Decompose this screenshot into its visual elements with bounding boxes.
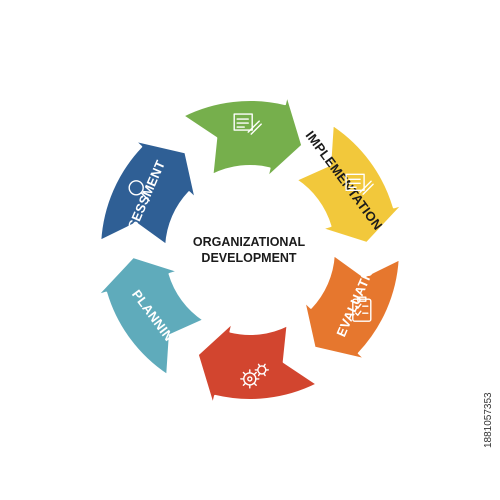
checklist-clipboard-icon <box>352 296 372 322</box>
center-title-line2: DEVELOPMENT <box>201 251 297 265</box>
cycle-segment-5 <box>182 94 304 179</box>
cycle-icons <box>128 113 374 389</box>
cycle-segment-3 <box>96 256 205 377</box>
center-title-line1: ORGANIZATIONAL <box>193 235 306 249</box>
blueprint-pencil-icon <box>233 113 262 135</box>
gears-icon <box>240 363 270 389</box>
cycle-segment-1 <box>303 254 401 361</box>
blueprint-pencil-icon <box>345 173 374 196</box>
cycle-segment-2 <box>196 321 318 406</box>
magnifier-icon <box>128 180 150 202</box>
cycle-segment-4 <box>99 139 197 246</box>
cycle-segments <box>96 94 404 406</box>
side-stock-id: 1881057353 <box>483 392 494 448</box>
